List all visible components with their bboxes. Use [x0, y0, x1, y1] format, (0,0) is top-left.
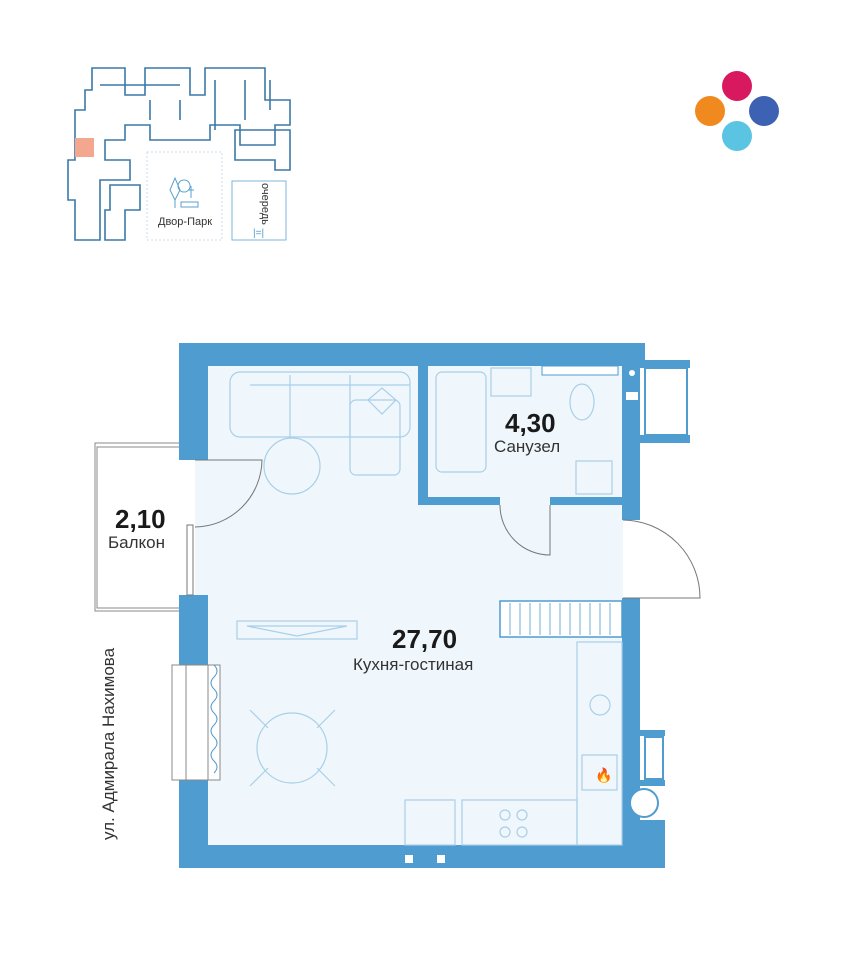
bathroom-name: Санузел: [494, 437, 560, 456]
phase-label: очередь: [259, 183, 271, 225]
boiler-icon: [629, 788, 659, 818]
balcony-area: 2,10: [115, 504, 166, 534]
balcony-name: Балкон: [108, 533, 165, 552]
highlighted-apartment: [75, 138, 94, 157]
radiator: [499, 600, 623, 638]
window: [171, 664, 221, 781]
stove-flame-icon: 🔥: [595, 767, 612, 784]
walls: [179, 343, 690, 868]
brand-logo: [695, 71, 779, 151]
phase-number: |=|: [253, 228, 264, 239]
courtyard-label: Двор-Парк: [158, 216, 212, 228]
bathroom-area: 4,30: [505, 408, 556, 438]
furniture: [229, 367, 623, 846]
doors: [186, 459, 701, 599]
street-name: ул. Адмирала Нахимова: [99, 647, 118, 840]
site-plan-minimap: Двор-Парк очередь |=|: [67, 67, 291, 241]
living-area: 27,70: [392, 624, 457, 654]
living-name: Кухня-гостиная: [353, 655, 473, 674]
balcony: [94, 442, 190, 612]
park-icon: [169, 176, 199, 208]
